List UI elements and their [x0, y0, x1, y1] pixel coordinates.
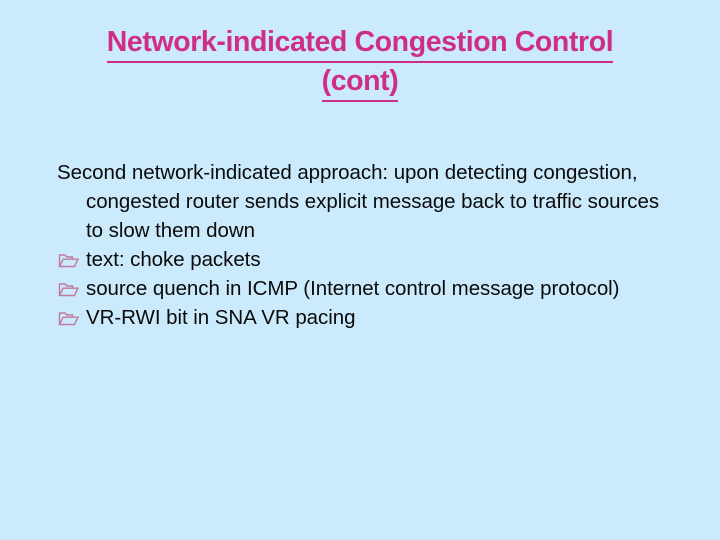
list-item-label: VR-RWI bit in SNA VR pacing — [86, 306, 356, 329]
slide-title: Network-indicated Congestion Control (co… — [36, 24, 684, 102]
open-folder-icon — [58, 252, 80, 269]
title-line-2-text: (cont) — [321, 63, 399, 102]
open-folder-icon — [58, 310, 80, 327]
slide-body: Second network-indicated approach: upon … — [57, 158, 665, 332]
list-item: VR-RWI bit in SNA VR pacing — [57, 303, 665, 332]
title-line-2: (cont) — [36, 63, 684, 102]
open-folder-icon — [58, 281, 80, 298]
title-line-1-text: Network-indicated Congestion Control — [106, 24, 614, 63]
list-item: source quench in ICMP (Internet control … — [57, 274, 665, 303]
body-paragraph: Second network-indicated approach: upon … — [57, 161, 660, 242]
list-item: text: choke packets — [57, 245, 665, 274]
list-item-label: text: choke packets — [86, 248, 261, 271]
title-line-1: Network-indicated Congestion Control — [36, 24, 684, 63]
list-item-label: source quench in ICMP (Internet control … — [86, 277, 620, 300]
